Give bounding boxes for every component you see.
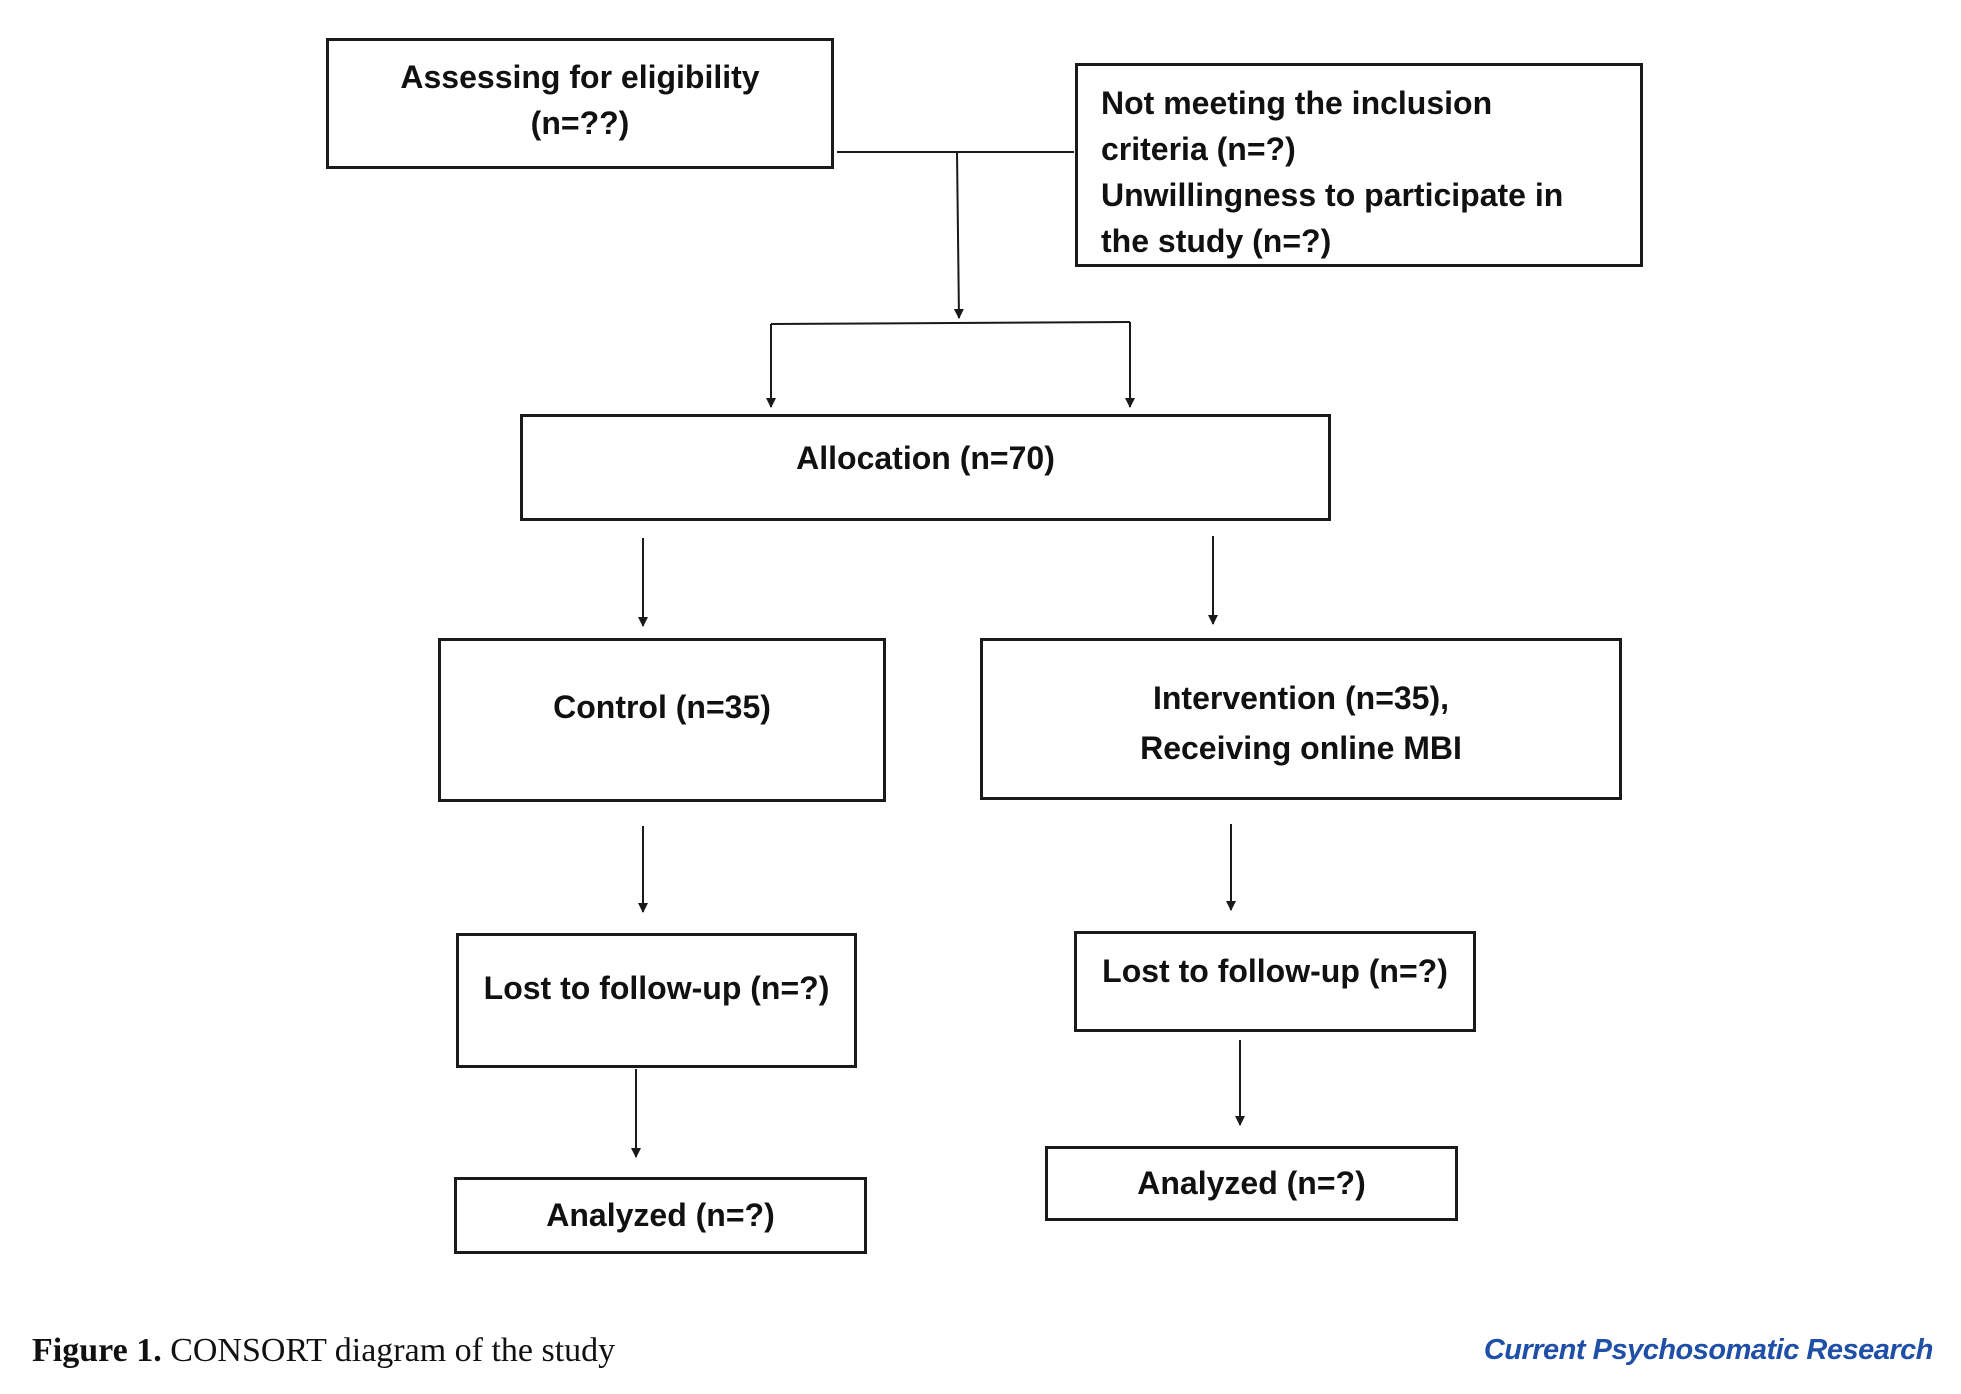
intervention-label: Intervention (n=35), (1152, 680, 1450, 716)
eligibility-label: Assessing for eligibility (400, 59, 760, 95)
intervention-lost-label: Lost to follow-up (n=?) (1102, 953, 1448, 989)
control-lost-box: Lost to follow-up (n=?) (456, 933, 857, 1068)
intervention-analyzed-box: Analyzed (n=?) (1045, 1146, 1458, 1221)
arrow-to-split (953, 151, 964, 319)
excluded-criteria-label: Not meeting the inclusion (1101, 85, 1493, 121)
intervention-description: Receiving online MBI (1140, 730, 1462, 766)
control-label: Control (n=35) (553, 689, 771, 725)
control-analyzed-box: Analyzed (n=?) (454, 1177, 867, 1254)
control-analyzed-label: Analyzed (n=?) (546, 1197, 775, 1233)
intervention-box: Intervention (n=35), Receiving online MB… (980, 638, 1622, 800)
figure-caption: Figure 1. CONSORT diagram of the study (32, 1332, 615, 1370)
excluded-criteria-count: criteria (n=?) (1101, 131, 1296, 167)
eligibility-count: (n=??) (530, 105, 630, 141)
control-box: Control (n=35) (438, 638, 886, 802)
figure-caption-label: Figure 1. (32, 1332, 162, 1369)
excluded-unwilling-label: Unwillingness to participate in (1101, 177, 1564, 213)
control-lost-label: Lost to follow-up (n=?) (483, 970, 830, 1006)
journal-name: Current Psychosomatic Research (1483, 1334, 1934, 1366)
excluded-box: Not meeting the inclusion criteria (n=?)… (1075, 63, 1643, 267)
split-line (770, 321, 1131, 325)
allocation-box: Allocation (n=70) (520, 414, 1331, 521)
allocation-label: Allocation (n=70) (796, 440, 1055, 476)
intervention-lost-box: Lost to follow-up (n=?) (1074, 931, 1476, 1032)
eligibility-box: Assessing for eligibility (n=??) (326, 38, 834, 169)
excluded-unwilling-count: the study (n=?) (1101, 223, 1332, 259)
intervention-analyzed-label: Analyzed (n=?) (1137, 1165, 1366, 1201)
figure-caption-text: CONSORT diagram of the study (170, 1332, 616, 1369)
